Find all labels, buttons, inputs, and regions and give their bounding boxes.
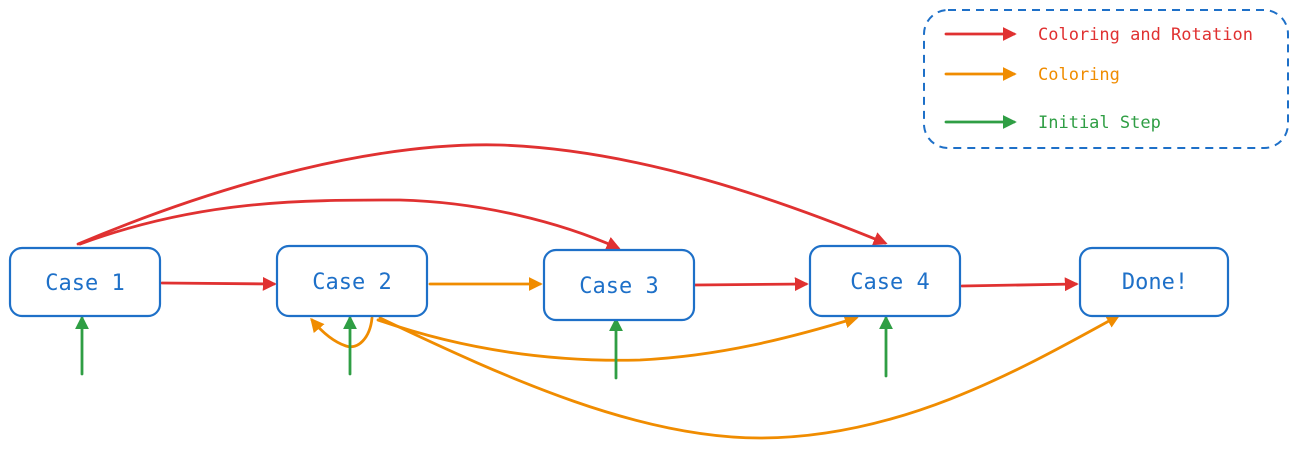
node-label: Case 4 [850, 270, 929, 295]
node-label: Done! [1122, 270, 1188, 295]
node-box [542, 248, 696, 322]
node-box [8, 246, 162, 318]
legend-label-coloring-and-rotation: Coloring and Rotation [1038, 25, 1253, 45]
node-case2: Case 2 [275, 244, 429, 318]
edge-case3-to-case4 [693, 277, 809, 292]
node-label: Case 1 [45, 271, 124, 296]
edge-case1-to-case4 [76, 143, 888, 246]
legend: Coloring and Rotation Coloring Initial S… [923, 9, 1289, 149]
node-case4: Case 4 [808, 244, 962, 318]
node-label: Case 2 [312, 270, 391, 295]
legend-label-initial-step: Initial Step [1038, 113, 1161, 133]
red-edges [76, 143, 1079, 292]
node-box [808, 244, 962, 318]
node-box [1078, 246, 1230, 318]
edge-case2-to-case4 [376, 314, 859, 362]
legend-label-coloring: Coloring [1038, 65, 1120, 85]
green-edges [75, 315, 893, 380]
edge-case2-to-done [378, 314, 1121, 440]
edge-case1-to-case3 [78, 198, 621, 250]
edge-case2-self-loop [310, 316, 374, 349]
node-done: Done! [1078, 246, 1230, 318]
edge-case4-to-done [960, 277, 1079, 292]
node-box [275, 244, 429, 318]
node-case3: Case 3 [542, 248, 696, 322]
orange-edges [310, 277, 1121, 440]
node-case1: Case 1 [8, 246, 162, 318]
node-label: Case 3 [579, 274, 658, 299]
edge-case1-to-case2 [160, 276, 277, 291]
legend-box [923, 9, 1289, 149]
